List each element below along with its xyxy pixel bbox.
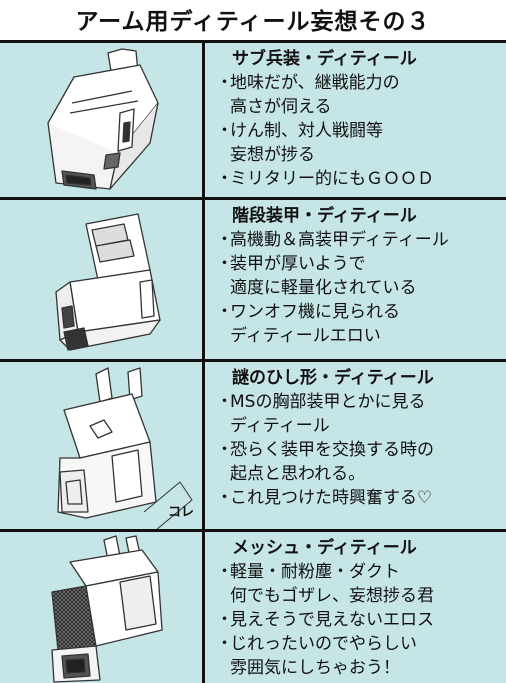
list-item: ディティールエロい xyxy=(230,326,381,346)
section-text: メッシュ・ディティール ・軽量・耐粉塵・ダクト 何でもゴザレ、妄想捗る君 ・見え… xyxy=(208,532,506,683)
section-text: サブ兵装・ディティール ・地味だが、継戦能力の 高さが伺える ・けん制、対人戦闘… xyxy=(208,43,506,197)
arm-illustration-diamond: コレ xyxy=(0,362,205,529)
list-item: 高さが伺える xyxy=(230,97,332,117)
section-text: 謎のひし形・ディティール ・MSの胸部装甲とかに見る ディティール ・恐らく装甲… xyxy=(208,362,506,529)
list-item: ・ミリタリー的にもＧＯＯＤ xyxy=(216,169,434,189)
callout-label: コレ xyxy=(168,505,195,520)
section-mesh: メッシュ・ディティール ・軽量・耐粉塵・ダクト 何でもゴザレ、妄想捗る君 ・見え… xyxy=(0,532,506,683)
section-diamond: コレ 謎のひし形・ディティール ・MSの胸部装甲とかに見る ディティール ・恐ら… xyxy=(0,362,506,532)
list-item: ・これ見つけた時興奮する♡ xyxy=(216,488,433,508)
list-item: 妄想が捗る xyxy=(230,145,315,165)
list-item: ・恐らく装甲を交換する時の xyxy=(216,440,434,460)
arm-illustration-mesh xyxy=(0,532,205,683)
list-item: ・地味だが、継戦能力の xyxy=(216,73,400,93)
list-item: ディティール xyxy=(230,416,330,436)
section-heading: メッシュ・ディティール xyxy=(232,538,417,558)
section-heading: 階段装甲・ディティール xyxy=(232,206,417,226)
section-sub-weapon: サブ兵装・ディティール ・地味だが、継戦能力の 高さが伺える ・けん制、対人戦闘… xyxy=(0,43,506,200)
list-item: 適度に軽量化されている xyxy=(230,278,417,298)
list-item: 何でもゴザレ、妄想捗る君 xyxy=(230,586,434,606)
list-item: ・ワンオフ機に見られる xyxy=(216,302,400,322)
section-heading: 謎のひし形・ディティール xyxy=(232,368,434,388)
arm-illustration-sub-weapon xyxy=(0,43,205,197)
list-item: ・けん制、対人戦闘等 xyxy=(216,121,383,141)
list-item: ・MSの胸部装甲とかに見る xyxy=(216,392,426,412)
page-title: アーム用ディティール妄想その３ xyxy=(75,9,431,35)
list-item: ・装甲が厚いようで xyxy=(216,254,366,274)
list-item: ・高機動＆高装甲ディティール xyxy=(216,230,449,250)
list-item: ・見えそうで見えないエロス xyxy=(216,610,434,630)
list-item: ・軽量・耐粉塵・ダクト xyxy=(216,562,400,582)
arm-illustration-stepped-armor xyxy=(0,200,205,359)
section-stepped-armor: 階段装甲・ディティール ・高機動＆高装甲ディティール ・装甲が厚いようで 適度に… xyxy=(0,200,506,362)
section-text: 階段装甲・ディティール ・高機動＆高装甲ディティール ・装甲が厚いようで 適度に… xyxy=(208,200,506,359)
list-item: ・じれったいのでやらしい xyxy=(216,634,417,654)
list-item: 起点と思われる。 xyxy=(230,464,366,484)
detail-grid: サブ兵装・ディティール ・地味だが、継戦能力の 高さが伺える ・けん制、対人戦闘… xyxy=(0,40,506,683)
section-heading: サブ兵装・ディティール xyxy=(232,49,417,69)
list-item: 雰囲気にしちゃおう！ xyxy=(230,658,400,678)
